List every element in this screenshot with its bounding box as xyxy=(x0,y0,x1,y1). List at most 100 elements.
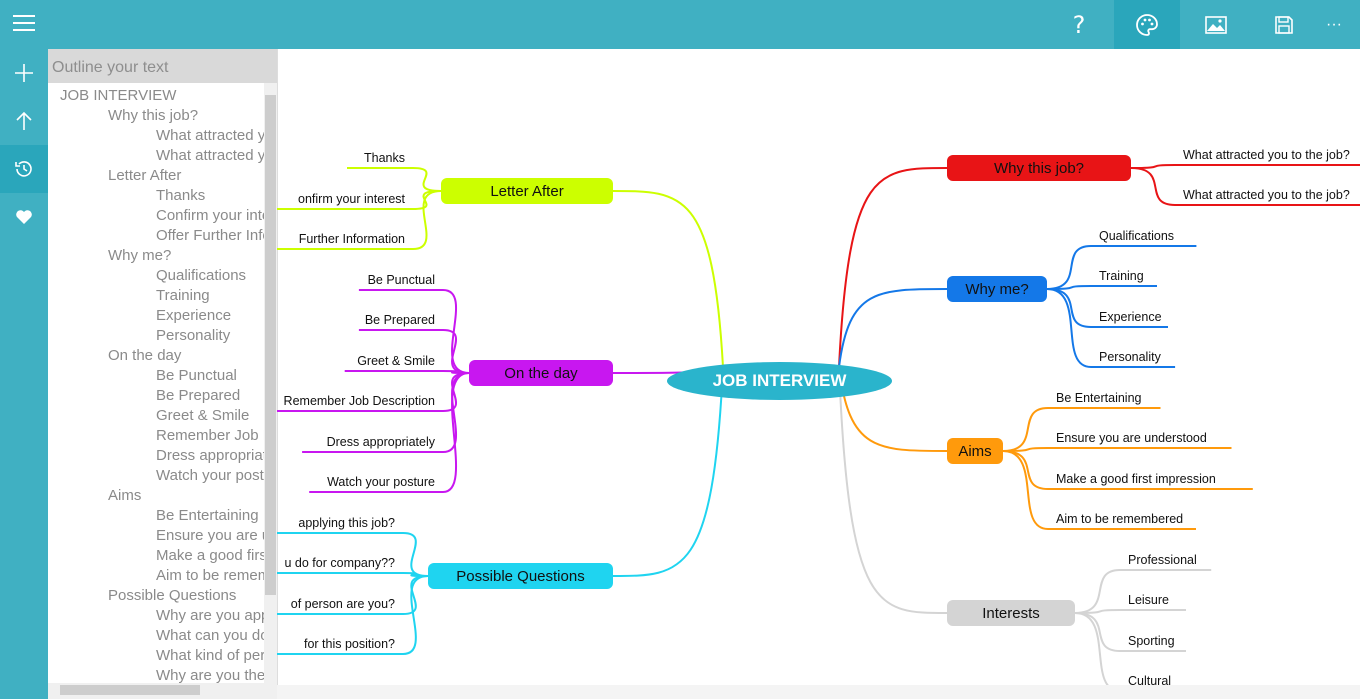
leaf-node[interactable]: Leisure xyxy=(1128,593,1169,607)
leaf-node[interactable]: onfirm your interest xyxy=(298,192,405,206)
root-node[interactable]: JOB INTERVIEW xyxy=(667,362,892,400)
leaf-node[interactable]: applying this job? xyxy=(298,516,395,530)
image-export-button[interactable] xyxy=(1183,0,1249,49)
leaf-node[interactable]: Dress appropriately xyxy=(326,435,435,449)
leaf-node[interactable]: Greet & Smile xyxy=(357,354,435,368)
add-node-button[interactable] xyxy=(0,49,48,97)
outline-item[interactable]: Aims xyxy=(108,487,142,504)
outline-item[interactable]: Why are you app xyxy=(156,607,264,624)
outline-item[interactable]: Why are you the xyxy=(156,667,264,683)
leaf-node[interactable]: What attracted you to the job? xyxy=(1183,188,1350,202)
branch-node[interactable]: Possible Questions xyxy=(428,563,613,589)
outline-item[interactable]: Aim to be remem xyxy=(156,567,264,584)
mindmap-link xyxy=(277,575,429,615)
leaf-node[interactable]: Sporting xyxy=(1128,634,1175,648)
branch-node[interactable]: Aims xyxy=(947,438,1003,464)
mindmap-link xyxy=(1002,450,1196,530)
mindmap-link xyxy=(1002,447,1232,452)
mindmap-link xyxy=(309,372,470,493)
leaf-node[interactable]: Qualifications xyxy=(1099,229,1175,243)
outline-item[interactable]: Why this job? xyxy=(108,107,199,124)
outline-item[interactable]: Greet & Smile xyxy=(156,407,250,424)
leaf-node[interactable]: Be Prepared xyxy=(364,313,435,327)
outline-item[interactable]: Be Prepared xyxy=(156,387,241,404)
leaf-node[interactable]: Remember Job Description xyxy=(283,394,435,408)
outline-item[interactable]: On the day xyxy=(108,347,182,364)
outline-item[interactable]: Experience xyxy=(156,307,232,324)
outline-input[interactable]: Outline your text xyxy=(48,49,277,83)
leaf-node[interactable]: for this position? xyxy=(303,637,395,651)
mindmap-link xyxy=(277,572,429,577)
outline-item[interactable]: Training xyxy=(156,287,210,304)
outline-item[interactable]: Be Entertaining xyxy=(156,507,259,524)
leaf-node[interactable]: Watch your posture xyxy=(327,475,435,489)
hamburger-menu-icon[interactable] xyxy=(13,15,35,33)
left-sidebar xyxy=(0,49,48,699)
leaf-node[interactable]: Professional xyxy=(1128,553,1197,567)
outline-item[interactable]: Ensure you are ur xyxy=(156,527,264,544)
branch-node[interactable]: Why me? xyxy=(947,276,1047,302)
mindmap-link xyxy=(358,329,470,374)
outline-item[interactable]: Make a good firs xyxy=(156,547,264,564)
history-button[interactable] xyxy=(0,145,48,193)
outline-item[interactable]: Dress appropriate xyxy=(156,447,264,464)
save-button[interactable] xyxy=(1251,0,1317,49)
leaf-node[interactable]: Be Entertaining xyxy=(1056,391,1142,405)
outline-item[interactable]: What attracted yo xyxy=(156,147,264,164)
outline-item[interactable]: Possible Questions xyxy=(108,587,237,604)
leaf-node[interactable]: Further Information xyxy=(298,232,405,246)
outline-item[interactable]: What can you do xyxy=(156,627,264,644)
help-icon: ? xyxy=(1072,10,1086,39)
leaf-node[interactable]: Aim to be remembered xyxy=(1056,512,1184,526)
outline-item[interactable]: What kind of pers xyxy=(156,647,264,664)
mindmap-link xyxy=(1002,450,1253,490)
branch-node[interactable]: Why this job? xyxy=(947,155,1131,181)
canvas-horizontal-scrollbar[interactable] xyxy=(277,685,1360,699)
outline-item[interactable]: Watch your postu xyxy=(156,467,264,484)
top-toolbar: ? ··· xyxy=(0,0,1360,49)
mindmap-link xyxy=(1002,407,1161,452)
leaf-node[interactable]: Personality xyxy=(1099,350,1161,364)
mindmap-link xyxy=(1130,167,1360,206)
outline-horizontal-scrollbar[interactable] xyxy=(48,683,277,699)
mindmap-link xyxy=(1046,288,1176,368)
mindmap-canvas[interactable]: JOB INTERVIEW Why this job? What attracte… xyxy=(277,49,1360,685)
outline-item[interactable]: What attracted yo xyxy=(156,127,264,144)
outline-item[interactable]: Thanks xyxy=(156,187,206,204)
mindmap-link xyxy=(277,575,429,655)
more-options-button[interactable]: ··· xyxy=(1308,0,1360,49)
branch-node[interactable]: Interests xyxy=(947,600,1075,626)
leaf-node[interactable]: Make a good first impression xyxy=(1056,472,1216,486)
outline-item[interactable]: Be Punctual xyxy=(156,367,237,384)
leaf-node[interactable]: Cultural xyxy=(1128,674,1172,685)
leaf-node[interactable]: u do for company?? xyxy=(284,556,396,570)
move-up-button[interactable] xyxy=(0,97,48,145)
favorites-button[interactable] xyxy=(0,193,48,241)
leaf-node[interactable]: Experience xyxy=(1099,310,1162,324)
leaf-node[interactable]: Thanks xyxy=(364,151,405,165)
outline-item[interactable]: Qualifications xyxy=(156,267,247,284)
outline-item[interactable]: Personality xyxy=(156,327,231,344)
mindmap-link xyxy=(612,190,724,368)
palette-icon xyxy=(1136,13,1158,36)
outline-list[interactable]: JOB INTERVIEW Why this job? What attracted… xyxy=(48,83,264,683)
leaf-node[interactable]: Training xyxy=(1099,269,1144,283)
leaf-node[interactable]: Be Punctual xyxy=(367,273,435,287)
outline-item[interactable]: Why me? xyxy=(108,247,172,264)
more-icon: ··· xyxy=(1326,15,1342,33)
outline-item[interactable]: JOB INTERVIEW xyxy=(60,87,177,104)
outline-item[interactable]: Letter After xyxy=(108,167,182,184)
help-button[interactable]: ? xyxy=(1046,0,1112,49)
mindmap-link xyxy=(344,370,470,374)
leaf-node[interactable]: Ensure you are understood xyxy=(1056,431,1207,445)
outline-vertical-scrollbar[interactable] xyxy=(264,83,277,683)
branch-node[interactable]: On the day xyxy=(469,360,613,386)
mindmap-link xyxy=(838,288,948,368)
outline-item[interactable]: Offer Further Info xyxy=(156,227,264,244)
theme-button[interactable] xyxy=(1114,0,1180,49)
outline-item[interactable]: Remember Job D xyxy=(156,427,264,444)
leaf-node[interactable]: What attracted you to the job? xyxy=(1183,148,1350,162)
outline-item[interactable]: Confirm your inte xyxy=(156,207,264,224)
leaf-node[interactable]: of person are you? xyxy=(290,597,395,611)
branch-node[interactable]: Letter After xyxy=(441,178,613,204)
